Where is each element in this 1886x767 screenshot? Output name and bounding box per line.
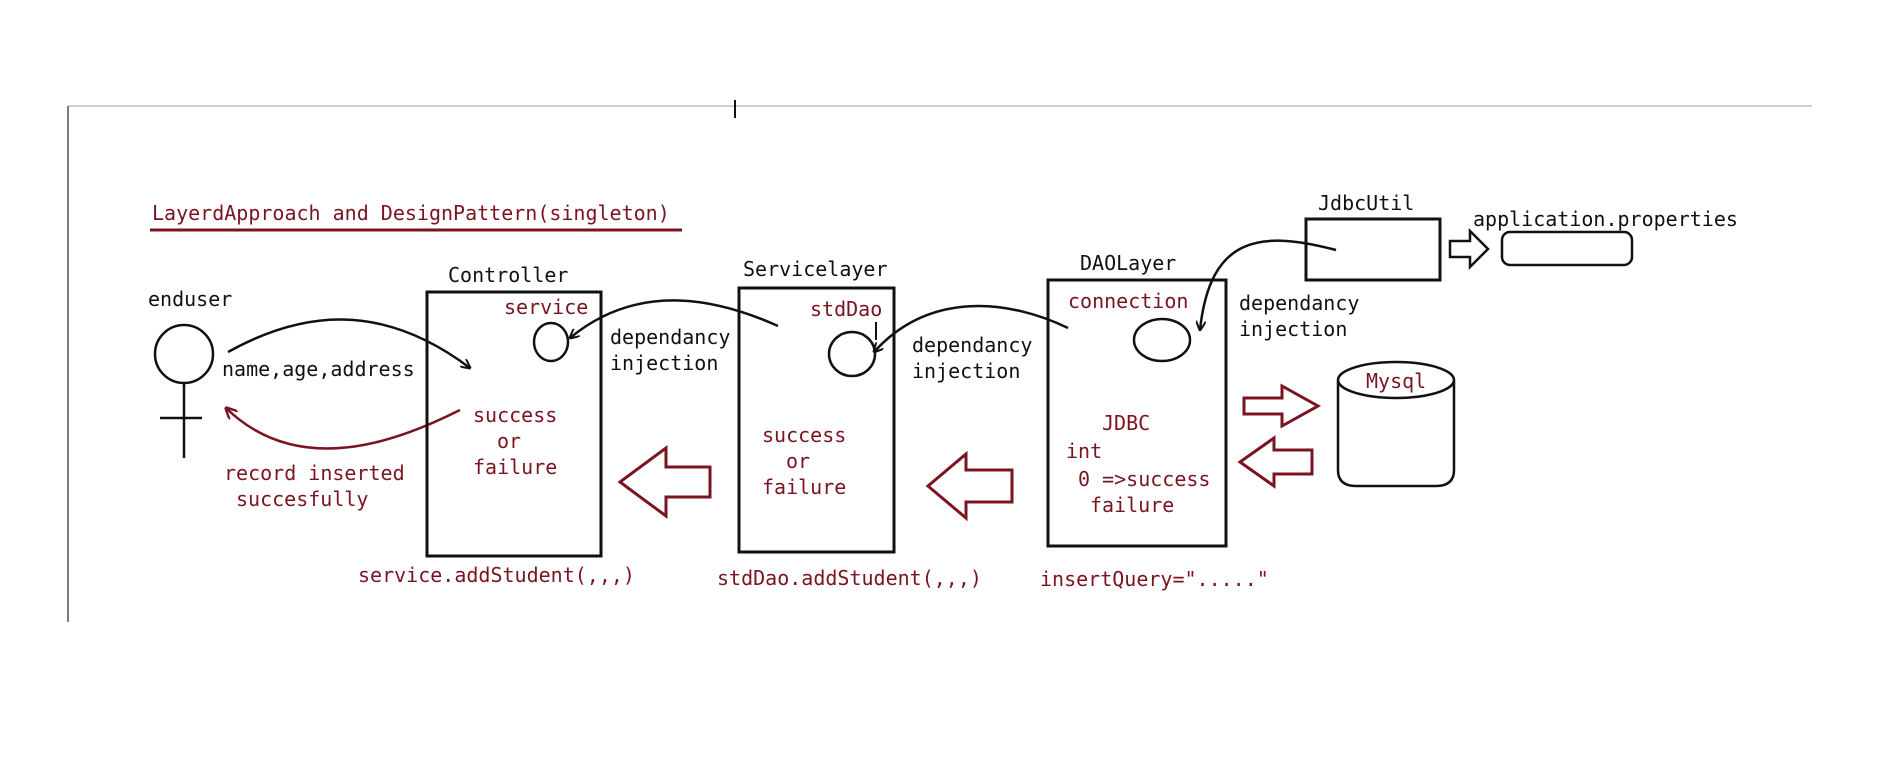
mysql-database-icon [1336,360,1456,488]
controller-result-line1: success [473,403,557,427]
injection-arrow-1 [570,299,779,338]
controller-field: service [504,295,588,319]
properties-label: application.properties [1473,207,1738,231]
jdbcutil-label: JdbcUtil [1318,191,1414,215]
controller-title: Controller [448,263,568,287]
daolayer-query: insertQuery="....." [1040,567,1269,591]
daolayer-jdbc: JDBC [1102,411,1150,435]
injection-2-line1: dependancy [912,333,1032,357]
injection-2-line2: injection [912,359,1020,383]
controller-service-ref [532,321,570,363]
daolayer-success-line: 0 =>success [1078,467,1210,491]
return-arrow-dao-to-service [925,450,1014,522]
servicelayer-result-line1: success [762,423,846,447]
mysql-to-dao-arrow [1237,435,1314,489]
servicelayer-call: stdDao.addStudent(,,,) [717,566,982,590]
controller-result-line3: failure [473,455,557,479]
enduser-figure [153,323,215,458]
request-arrow [227,318,470,368]
injection-arrow-2 [874,304,1069,352]
injection-1-line2: injection [610,351,718,375]
daolayer-failure-line: failure [1090,493,1174,517]
dao-to-mysql-arrow [1242,383,1322,429]
properties-file [1500,230,1634,267]
injection-3-line2: injection [1239,317,1347,341]
servicelayer-result-line3: failure [762,475,846,499]
servicelayer-result-line2: or [786,449,810,473]
return-arrow-service-to-controller [617,445,712,519]
injection-3-line1: dependancy [1239,291,1359,315]
controller-box [425,290,603,558]
controller-result-line2: or [497,429,521,453]
enduser-result-line2: succesfully [236,487,368,511]
daolayer-connection-ref [1132,317,1192,363]
servicelayer-title: Servicelayer [743,257,888,281]
controller-call: service.addStudent(,,,) [358,563,635,587]
enduser-input-text: name,age,address [222,357,415,381]
injection-arrow-3 [1200,239,1337,330]
servicelayer-box [737,286,896,554]
injection-1-line1: dependancy [610,325,730,349]
servicelayer-dao-ref [827,330,877,378]
daolayer-box [1046,278,1228,548]
response-arrow [226,408,461,450]
jdbcutil-to-properties-arrow [1448,227,1490,271]
mysql-label: Mysql [1366,369,1426,393]
daolayer-field: connection [1068,289,1188,313]
enduser-result-line1: record inserted [224,461,405,485]
enduser-label: enduser [148,287,232,311]
daolayer-title: DAOLayer [1080,251,1176,275]
servicelayer-field: stdDao [810,297,882,321]
daolayer-int: int [1066,439,1102,463]
jdbcutil-box [1304,217,1442,282]
diagram-title: LayerdApproach and DesignPattern(singlet… [152,201,670,225]
